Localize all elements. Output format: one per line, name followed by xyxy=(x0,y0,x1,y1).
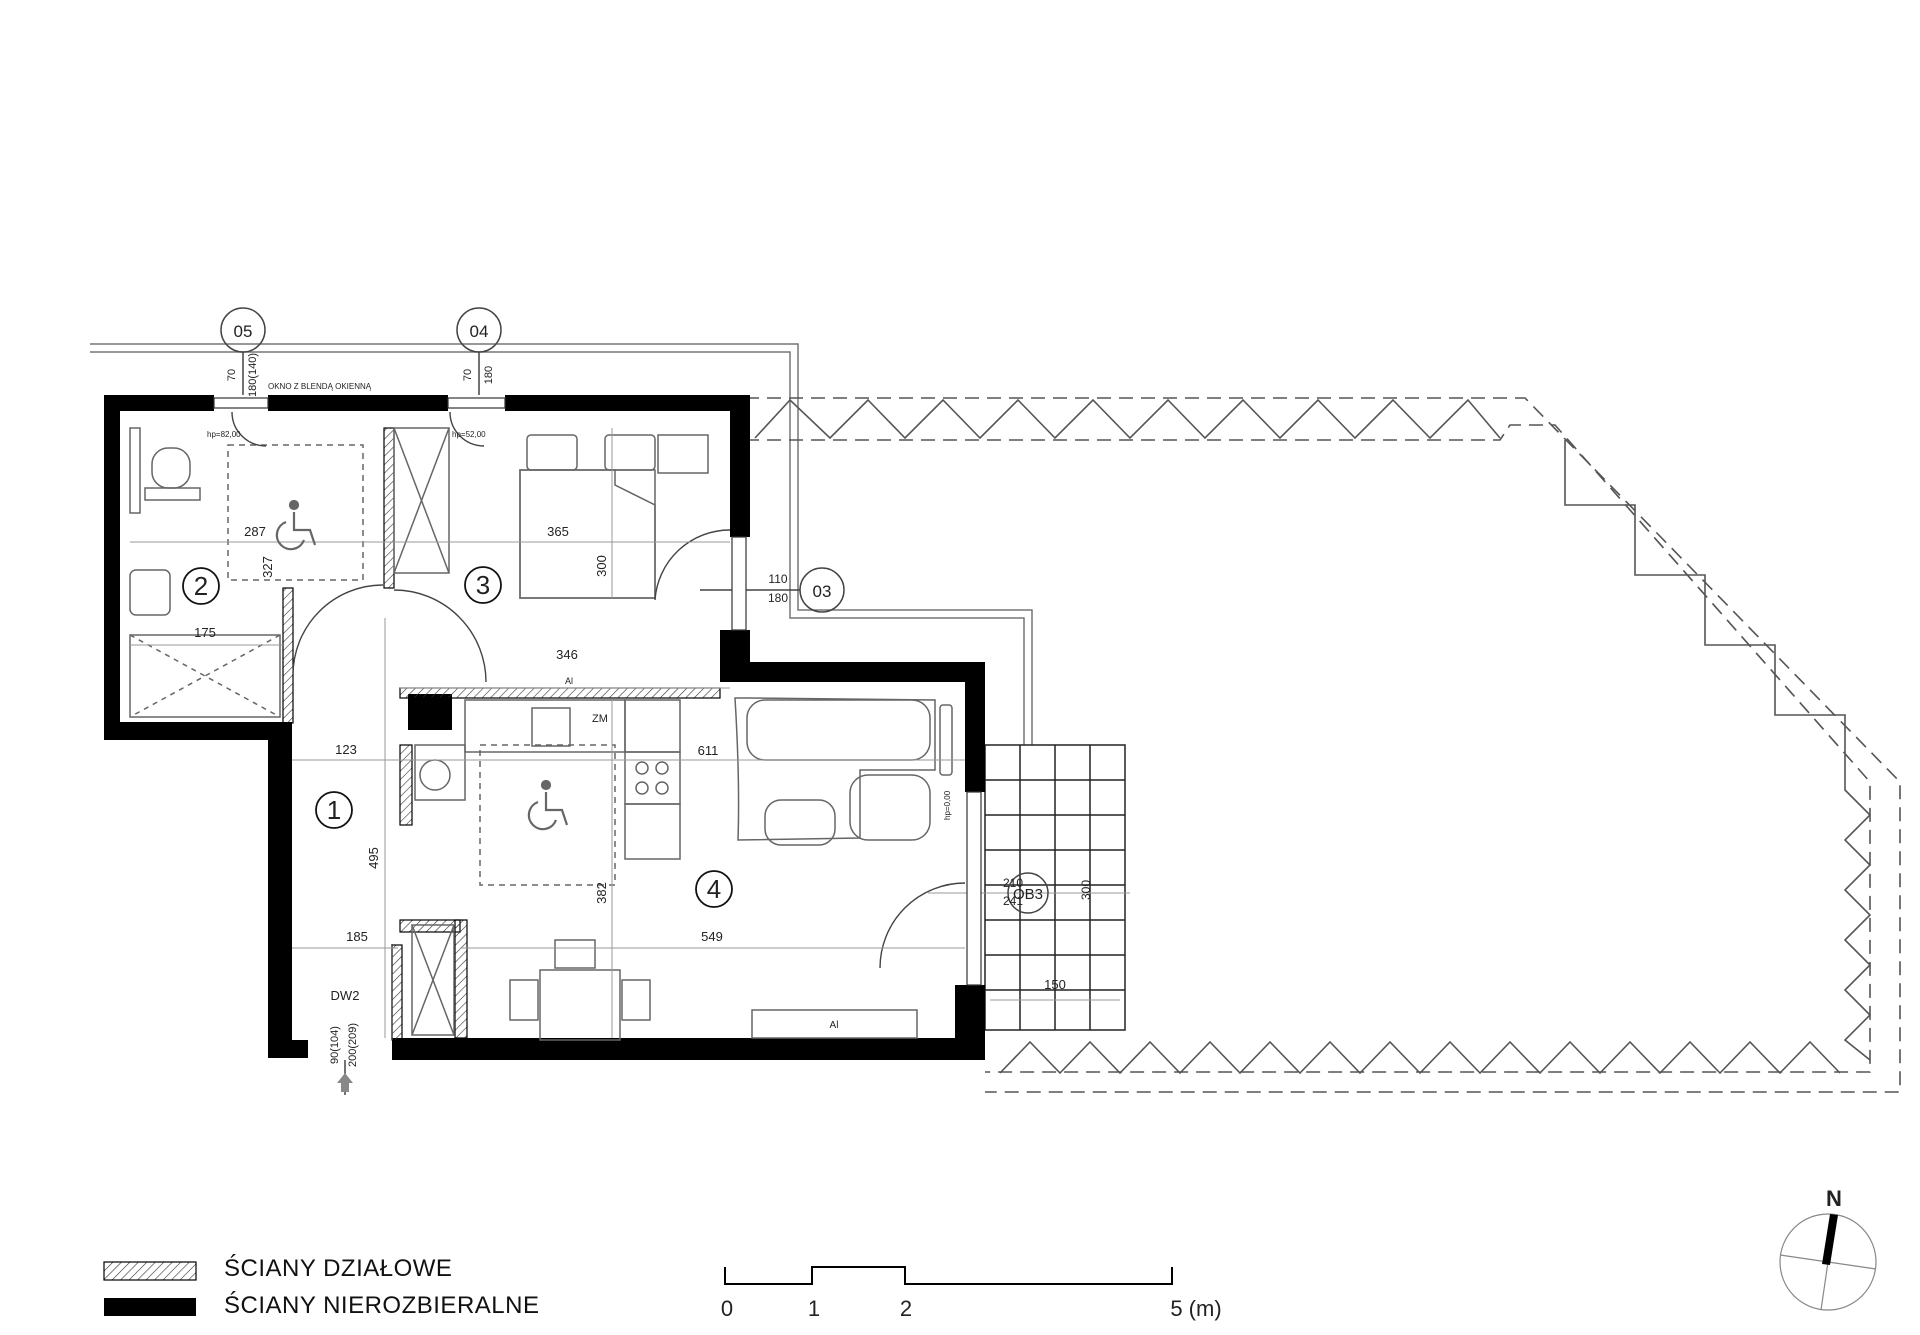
opening-tag-04: 04 xyxy=(470,322,489,341)
dim-room2-shower: 175 xyxy=(194,625,216,640)
dim-room1-width: 123 xyxy=(335,742,357,757)
opening-ob3-width: 210 xyxy=(1003,876,1023,890)
opening-05-height: 180(140) xyxy=(247,353,259,397)
terrace-border xyxy=(745,397,1901,1093)
opening-tag-03: 03 xyxy=(813,582,832,601)
dim-room4-length: 382 xyxy=(594,882,609,904)
dim-room1-length: 495 xyxy=(366,847,381,869)
scale-bar xyxy=(724,1266,1173,1285)
opening-dw2-width: 90(104) xyxy=(329,1026,341,1064)
opening-03-height: 180 xyxy=(768,591,788,605)
sill-height-1: hp=82,00 xyxy=(207,430,241,439)
dim-room3-width: 365 xyxy=(547,524,569,539)
building-outline xyxy=(90,343,1033,745)
partition-walls xyxy=(282,427,721,1041)
scale-tick-2: 2 xyxy=(900,1296,912,1321)
fridge-label: ZM xyxy=(592,713,608,725)
sill-height-2: hp=52,00 xyxy=(452,430,486,439)
dim-room4-width: 611 xyxy=(698,743,719,758)
dim-room2-width: 287 xyxy=(244,524,266,539)
room-number-2: 2 xyxy=(194,571,208,601)
legend-swatch-partition xyxy=(103,1261,197,1281)
dim-room3-lower: 346 xyxy=(556,647,578,662)
room-number-4: 4 xyxy=(707,874,721,904)
dim-room2-length: 327 xyxy=(260,556,275,578)
room-number-3: 3 xyxy=(476,570,490,600)
opening-04-width: 70 xyxy=(462,369,474,381)
terrace-width: 150 xyxy=(1044,977,1066,992)
entrance-arrow xyxy=(337,1073,353,1092)
windows xyxy=(213,397,982,986)
dim-room1-hall: 185 xyxy=(346,929,368,944)
wheelchair-icon-kitchen xyxy=(527,779,569,831)
scale-tick-1: 1 xyxy=(808,1296,820,1321)
north-label: N xyxy=(1826,1186,1842,1211)
opening-tag-dw2: DW2 xyxy=(331,988,360,1003)
opening-03-width: 110 xyxy=(768,572,787,586)
scale-tick-0: 0 xyxy=(721,1296,733,1321)
dim-room4-lower: 549 xyxy=(701,929,723,944)
terrace-length: 300 xyxy=(1079,880,1093,900)
tv-label: Al xyxy=(830,1020,839,1031)
balcony-tiles xyxy=(984,744,1126,1031)
opening-tag-05: 05 xyxy=(234,322,253,341)
dimension-lines xyxy=(130,428,1130,1038)
door-swings xyxy=(231,411,966,1040)
window-note: OKNO Z BLENDĄ OKIENNĄ xyxy=(268,382,372,391)
legend-partition-label: ŚCIANY DZIAŁOWE xyxy=(224,1255,453,1282)
opening-tags xyxy=(220,307,1049,1095)
opening-05-width: 70 xyxy=(226,369,238,381)
room-number-1: 1 xyxy=(327,795,341,825)
opening-tag-ob3: OB3 xyxy=(1013,886,1043,903)
vent-label: Al xyxy=(565,676,573,686)
wheelchair-icon xyxy=(275,499,317,551)
structural-walls xyxy=(104,395,985,1060)
scale-tick-5: 5 (m) xyxy=(1170,1296,1221,1321)
opening-04-height: 180 xyxy=(483,366,495,384)
dim-room3-length: 300 xyxy=(594,555,609,577)
room-markers xyxy=(182,566,733,908)
opening-dw2-height: 200(209) xyxy=(347,1023,359,1067)
legend-structural-label: ŚCIANY NIEROZBIERALNE xyxy=(224,1292,540,1319)
sill-height-3: hp=0,00 xyxy=(943,790,952,820)
compass-icon xyxy=(1779,1213,1877,1311)
legend-swatch-structural xyxy=(104,1298,196,1316)
opening-ob3-height: 241 xyxy=(1003,894,1023,908)
